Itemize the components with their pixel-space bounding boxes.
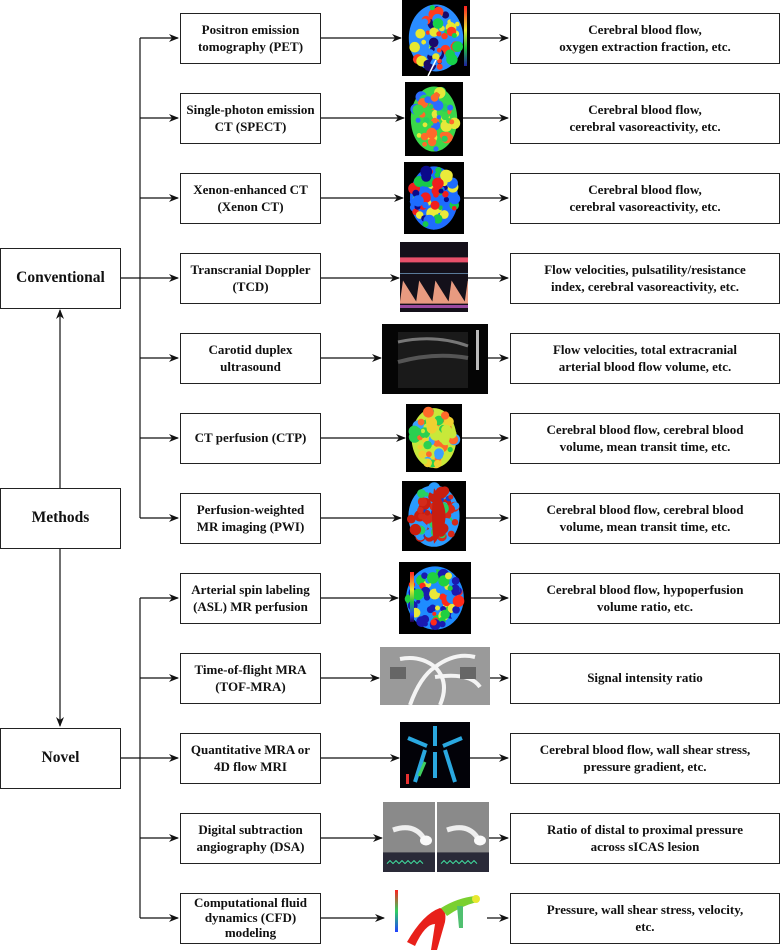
output-label: Cerebral blood flow,cerebral vasoreactiv… [569,101,721,134]
output-box: Cerebral blood flow,cerebral vasoreactiv… [510,93,780,144]
method-box: CT perfusion (CTP) [180,413,321,464]
method-label: CT perfusion (CTP) [194,430,307,446]
carotid-ultrasound-image [382,324,488,394]
method-label: Transcranial Doppler(TCD) [190,261,311,294]
spect-brain-scan-image [405,82,463,156]
output-box: Pressure, wall shear stress, velocity,et… [510,893,780,944]
pet-brain-scan-image [402,0,470,76]
output-label: Cerebral blood flow,cerebral vasoreactiv… [569,181,721,214]
output-label: Signal intensity ratio [587,670,703,686]
methods-box: Methods [0,488,121,549]
pwi-brain-map-image [402,481,466,551]
tcd-waveform-image [400,242,468,312]
asl-brain-map-image [399,562,471,634]
conventional-label: Conventional [16,269,105,287]
output-box: Cerebral blood flow, wall shear stress,p… [510,733,780,784]
output-box: Signal intensity ratio [510,653,780,704]
output-label: Cerebral blood flow, wall shear stress,p… [539,741,751,774]
cfd-pressure-model-image [385,884,487,952]
conventional-box: Conventional [0,248,121,309]
method-box: Xenon-enhanced CT(Xenon CT) [180,173,321,224]
dsa-pressure-wire-image [383,802,489,872]
output-label: Pressure, wall shear stress, velocity,et… [546,901,744,934]
novel-label: Novel [41,749,80,767]
method-label: Xenon-enhanced CT(Xenon CT) [193,181,308,214]
ctp-brain-map-image [406,404,462,472]
method-box: Time-of-flight MRA(TOF-MRA) [180,653,321,704]
tof-mra-angiogram-image [380,647,490,705]
method-box: Arterial spin labeling(ASL) MR perfusion [180,573,321,624]
output-box: Cerebral blood flow,oxygen extraction fr… [510,13,780,64]
xenon-ct-brain-scan-image [404,162,464,234]
novel-box: Novel [0,728,121,789]
method-label: Arterial spin labeling(ASL) MR perfusion [191,581,310,614]
output-label: Cerebral blood flow,oxygen extraction fr… [559,21,731,54]
method-label: Time-of-flight MRA(TOF-MRA) [194,661,307,694]
4d-flow-vessel-map-image [400,722,470,788]
output-box: Cerebral blood flow,cerebral vasoreactiv… [510,173,780,224]
methods-label: Methods [31,509,90,527]
method-box: Transcranial Doppler(TCD) [180,253,321,304]
